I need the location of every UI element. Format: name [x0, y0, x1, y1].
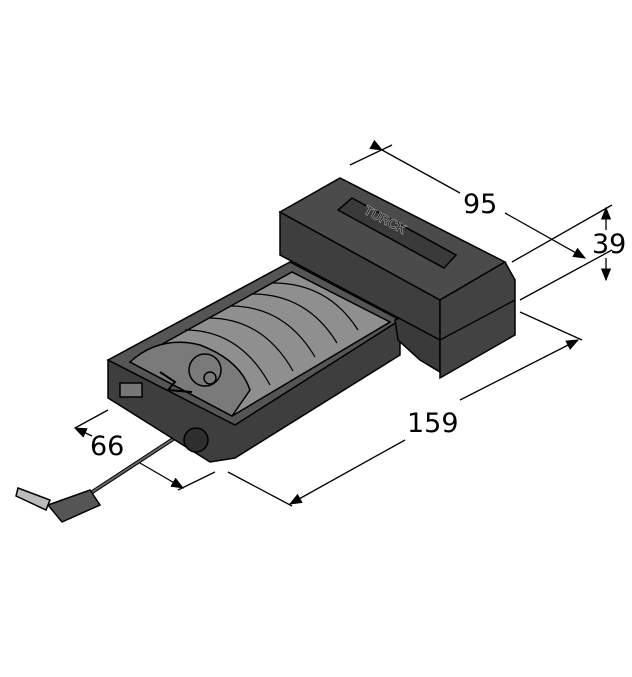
brand-logo-plate [336, 197, 458, 269]
usb-port-icon [119, 382, 143, 398]
dimension-width: 95 [349, 139, 587, 259]
cable-with-jack [15, 426, 192, 523]
reader-head: TURCK [278, 177, 516, 380]
dimension-handle-width-label: 66 [90, 431, 124, 462]
dimension-length: 159 [227, 311, 583, 507]
dimension-width-label: 95 [463, 189, 497, 220]
dimension-handle-width: 66 [73, 409, 216, 491]
dimension-length-label: 159 [407, 408, 459, 439]
cable-gland [183, 427, 209, 453]
rfid-symbol-icon [188, 353, 222, 387]
handle-body [106, 261, 402, 463]
dimension-height-label: 39 [592, 229, 626, 260]
dimension-height: 39 [511, 204, 626, 301]
grip-ridges [184, 282, 359, 386]
